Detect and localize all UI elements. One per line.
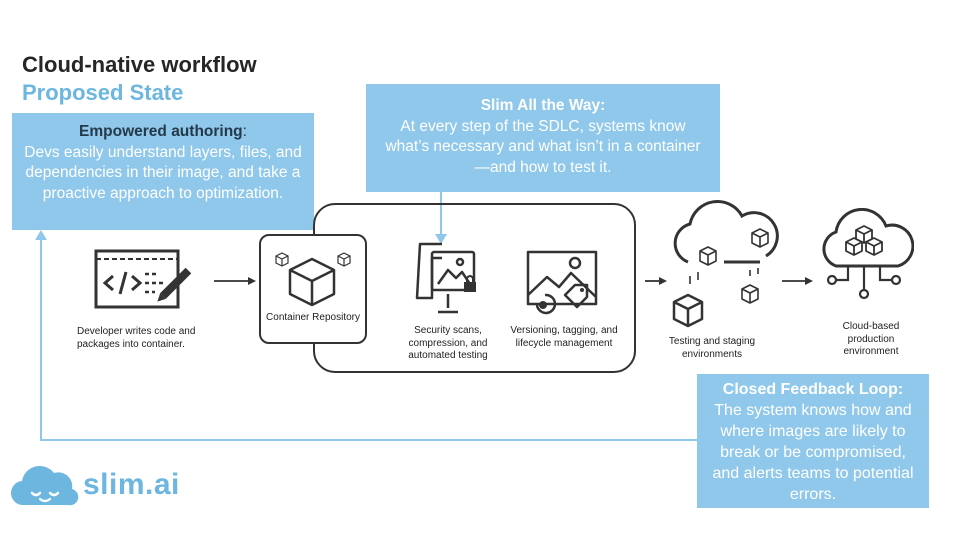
versioning-caption: Versioning, tagging, and lifecycle manag… — [510, 325, 618, 349]
security-caption: Security scans, compression, and automat… — [408, 325, 488, 361]
authoring-heading-line: Empowered authoring: — [22, 122, 304, 143]
slim-heading: Slim All the Way: — [480, 97, 606, 114]
flow-arrowhead-3 — [805, 277, 813, 285]
image-tag-icon — [526, 250, 598, 315]
staging-cloud-icon — [672, 199, 779, 328]
repository-caption: Container Repository — [266, 312, 360, 323]
flow-arrowhead-1 — [248, 277, 256, 285]
code-editor-icon — [94, 249, 192, 309]
authoring-body: Devs easily understand layers, files, an… — [24, 143, 302, 202]
security-clamp-icon — [415, 242, 476, 314]
container-cube-icon — [275, 252, 351, 307]
feedback-heading: Closed Feedback Loop: — [722, 381, 904, 398]
logo-wordmark: slim.ai — [83, 468, 180, 501]
page-title: Cloud-native workflow — [22, 52, 257, 77]
authoring-heading: Empowered authoring — [79, 123, 243, 140]
slim-callout: Slim All the Way: At every step of the S… — [366, 84, 720, 192]
page-subtitle: Proposed State — [22, 80, 184, 105]
slim-arrowhead — [435, 234, 447, 244]
cloud-face-icon — [10, 465, 79, 506]
authoring-callout: Empowered authoring: Devs easily underst… — [12, 113, 314, 230]
feedback-body: The system knows how and where images ar… — [712, 402, 914, 503]
feedback-callout: Closed Feedback Loop: The system knows h… — [697, 374, 929, 508]
slim-body: At every step of the SDLC, systems know … — [385, 117, 701, 176]
testing-caption: Testing and staging environments — [668, 336, 756, 360]
feedback-loop-line — [40, 236, 697, 441]
production-caption: Cloud-based production environment — [842, 321, 900, 357]
flow-arrowhead-2 — [659, 277, 667, 285]
developer-caption: Developer writes code and packages into … — [77, 326, 196, 350]
feedback-loop-arrowhead — [35, 230, 47, 240]
production-cloud-icon — [822, 208, 914, 300]
authoring-heading-suffix: : — [242, 123, 247, 140]
